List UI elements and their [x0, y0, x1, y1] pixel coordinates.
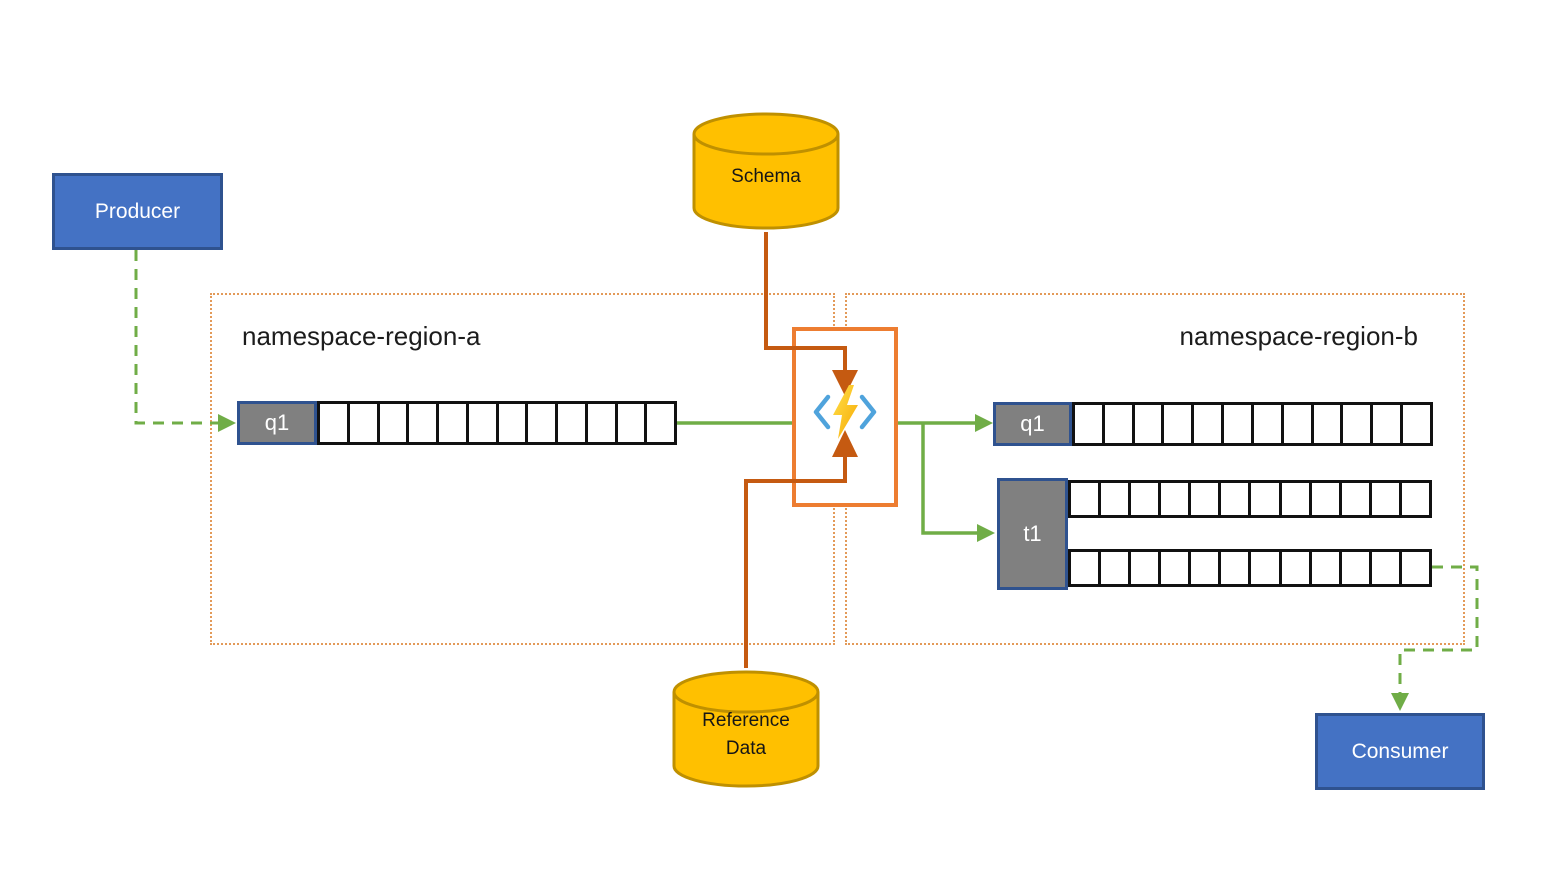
reference-data-label: Reference Data	[702, 709, 790, 760]
queue-q1-region-a-partitions	[317, 401, 677, 445]
partition-cell	[1191, 552, 1222, 584]
partition-cell	[1194, 405, 1225, 443]
partition-cell	[1403, 405, 1430, 443]
partition-cell	[1401, 552, 1429, 584]
partition-cell	[1401, 483, 1429, 515]
partition-cell	[1341, 552, 1372, 584]
schema-label: Schema	[731, 165, 801, 187]
partition-cell	[1161, 552, 1192, 584]
partition-cell	[1311, 552, 1342, 584]
partition-cell	[1343, 405, 1374, 443]
partition-cell	[1281, 483, 1312, 515]
partition-cell	[1131, 483, 1162, 515]
partition-cell	[1104, 405, 1135, 443]
lightning-bolt-icon	[833, 385, 858, 439]
topic-t1-row-1	[1068, 480, 1432, 518]
partition-cell	[468, 404, 499, 442]
partition-cell	[1131, 552, 1162, 584]
topic-t1-label: t1	[997, 478, 1068, 590]
partition-cell	[1373, 405, 1404, 443]
partition-cell	[1101, 483, 1132, 515]
arrowhead-into-consumer	[1391, 693, 1409, 711]
partition-cell	[1281, 552, 1312, 584]
partition-cell	[587, 404, 618, 442]
partition-cell	[379, 404, 410, 442]
topic-t1-row-2	[1068, 549, 1432, 587]
topic-t1-text: t1	[1023, 521, 1042, 546]
partition-cell	[1371, 483, 1402, 515]
partition-cell	[439, 404, 469, 442]
partition-cell	[1191, 483, 1222, 515]
partition-cell	[1311, 483, 1342, 515]
consumer-node: Consumer	[1315, 713, 1485, 790]
partition-cell	[409, 404, 439, 442]
queue-q1-region-b-label: q1	[993, 402, 1072, 446]
schema-store: Schema	[692, 110, 840, 232]
partition-cell	[1075, 405, 1105, 443]
partition-cell	[320, 404, 350, 442]
partition-cell	[1283, 405, 1314, 443]
region-b-label: namespace-region-b	[1179, 321, 1418, 351]
partition-cell	[1251, 483, 1282, 515]
queue-q1-region-b-partitions	[1072, 402, 1433, 446]
partition-cell	[1071, 483, 1102, 515]
producer-label: Producer	[94, 199, 181, 223]
partition-cell	[1224, 405, 1254, 443]
consumer-label: Consumer	[1351, 739, 1449, 763]
partition-cell	[1341, 483, 1372, 515]
region-namespace-region-b: namespace-region-b	[845, 293, 1465, 645]
edge-producer-to-q1a	[134, 250, 218, 425]
partition-cell	[1161, 483, 1192, 515]
partition-cell	[1251, 552, 1282, 584]
azure-function-icon	[813, 385, 877, 439]
partition-cell	[498, 404, 529, 442]
partition-cell	[1164, 405, 1195, 443]
partition-cell	[1134, 405, 1165, 443]
cylinder-shape	[672, 670, 820, 788]
partition-cell	[1221, 552, 1252, 584]
partition-cell	[349, 404, 380, 442]
partition-cell	[617, 404, 648, 442]
right-angle-bracket-icon	[859, 394, 877, 430]
queue-q1a-text: q1	[264, 410, 290, 435]
reference-data-store: Reference Data	[672, 668, 820, 790]
left-angle-bracket-icon	[813, 394, 831, 430]
partition-cell	[647, 404, 674, 442]
cylinder-shape	[692, 112, 840, 230]
queue-q1b-text: q1	[1020, 411, 1045, 436]
partition-cell	[1221, 483, 1252, 515]
region-namespace-region-a: namespace-region-a	[210, 293, 835, 645]
region-a-label: namespace-region-a	[242, 321, 481, 351]
partition-cell	[1253, 405, 1284, 443]
partition-cell	[1371, 552, 1402, 584]
producer-node: Producer	[52, 173, 223, 250]
partition-cell	[558, 404, 588, 442]
partition-cell	[528, 404, 558, 442]
partition-cell	[1071, 552, 1102, 584]
queue-q1-region-a-label: q1	[237, 401, 317, 445]
partition-cell	[1101, 552, 1132, 584]
partition-cell	[1313, 405, 1344, 443]
